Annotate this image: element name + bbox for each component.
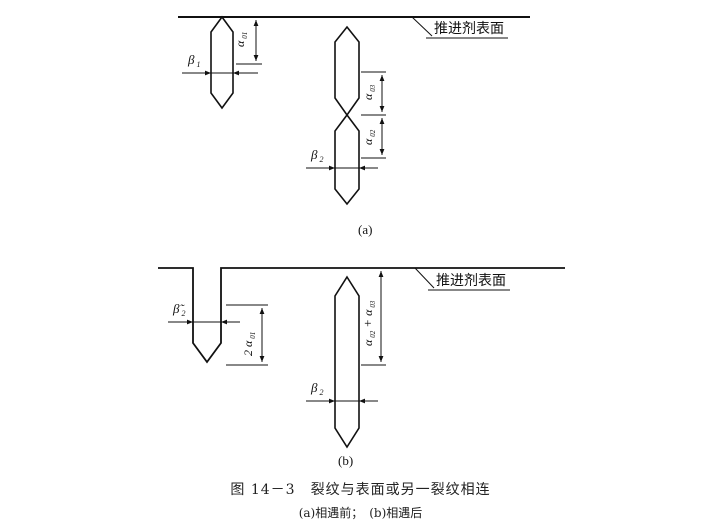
crack-2-upper (334, 25, 360, 117)
crack-merged (334, 275, 360, 449)
two-alpha01-label: 2 α01 (241, 332, 257, 356)
alpha01-label: α01 (233, 32, 249, 47)
surface-leader-b (414, 267, 435, 289)
figure-caption: 图 14－3 裂纹与表面或另一裂纹相连 (230, 482, 491, 498)
figure-subcaption: (a)相遇前； (b)相遇后 (298, 506, 423, 520)
crack-2-lower (334, 113, 360, 206)
surface-leader-a (411, 16, 433, 37)
surface-line-b (158, 267, 565, 364)
surface-label-a: 推进剂表面 (434, 21, 504, 37)
surface-label-b: 推进剂表面 (436, 273, 506, 289)
alpha-sum-label: α02+α03 (360, 300, 377, 346)
crack-1 (210, 15, 234, 110)
beta2-tilde-label: β̃2 (172, 301, 185, 318)
panel-b-label: (b) (338, 453, 353, 468)
alpha02-label: α02 (361, 129, 377, 145)
panel-a-label: (a) (358, 222, 372, 237)
alpha03-label: α03 (361, 84, 377, 100)
